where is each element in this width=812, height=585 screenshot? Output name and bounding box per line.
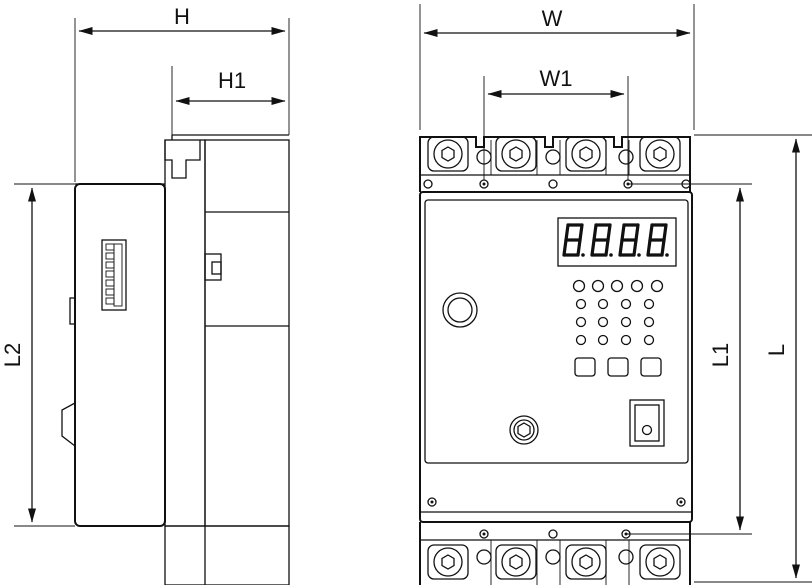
key-button[interactable] (607, 357, 629, 377)
terminal-screw (639, 544, 681, 580)
key-button[interactable] (597, 316, 609, 328)
display-digit (618, 223, 641, 257)
key-button[interactable] (620, 316, 632, 328)
key-button[interactable] (610, 279, 624, 293)
key-button[interactable] (597, 298, 609, 310)
display-digit (646, 223, 669, 257)
key-button[interactable] (591, 279, 605, 293)
terminal-screw (495, 136, 537, 172)
keypad (572, 279, 664, 377)
key-button[interactable] (650, 279, 664, 293)
terminal-screw (565, 544, 607, 580)
key-button[interactable] (575, 334, 587, 346)
label-w1: W1 (540, 66, 573, 91)
terminal-connector (101, 239, 127, 311)
label-w: W (542, 6, 563, 31)
power-switch[interactable] (629, 399, 665, 447)
front-view: W W1 L1 L (419, 4, 812, 585)
key-button[interactable] (643, 316, 655, 328)
terminal-screw (495, 544, 537, 580)
label-h: H (174, 4, 190, 29)
key-button[interactable] (575, 298, 587, 310)
display-digit (562, 223, 585, 257)
label-l: L (764, 344, 789, 356)
key-button[interactable] (630, 279, 644, 293)
key-button[interactable] (620, 298, 632, 310)
seven-segment-display (557, 217, 677, 267)
terminal-screw (427, 136, 469, 172)
side-view: H H1 L2 (0, 4, 290, 585)
key-button[interactable] (574, 357, 596, 377)
terminal-screw (639, 136, 681, 172)
display-digit (590, 223, 613, 257)
key-button[interactable] (572, 279, 586, 293)
key-button[interactable] (597, 334, 609, 346)
round-knob[interactable] (442, 292, 478, 328)
label-h1: H1 (218, 68, 246, 93)
key-button[interactable] (620, 334, 632, 346)
terminal-screw (427, 544, 469, 580)
label-l2: L2 (0, 343, 25, 367)
terminal-screw (565, 136, 607, 172)
key-button[interactable] (643, 334, 655, 346)
key-button[interactable] (643, 298, 655, 310)
key-button[interactable] (640, 357, 662, 377)
key-button[interactable] (575, 316, 587, 328)
label-l1: L1 (708, 343, 733, 367)
hex-screw (509, 415, 539, 445)
